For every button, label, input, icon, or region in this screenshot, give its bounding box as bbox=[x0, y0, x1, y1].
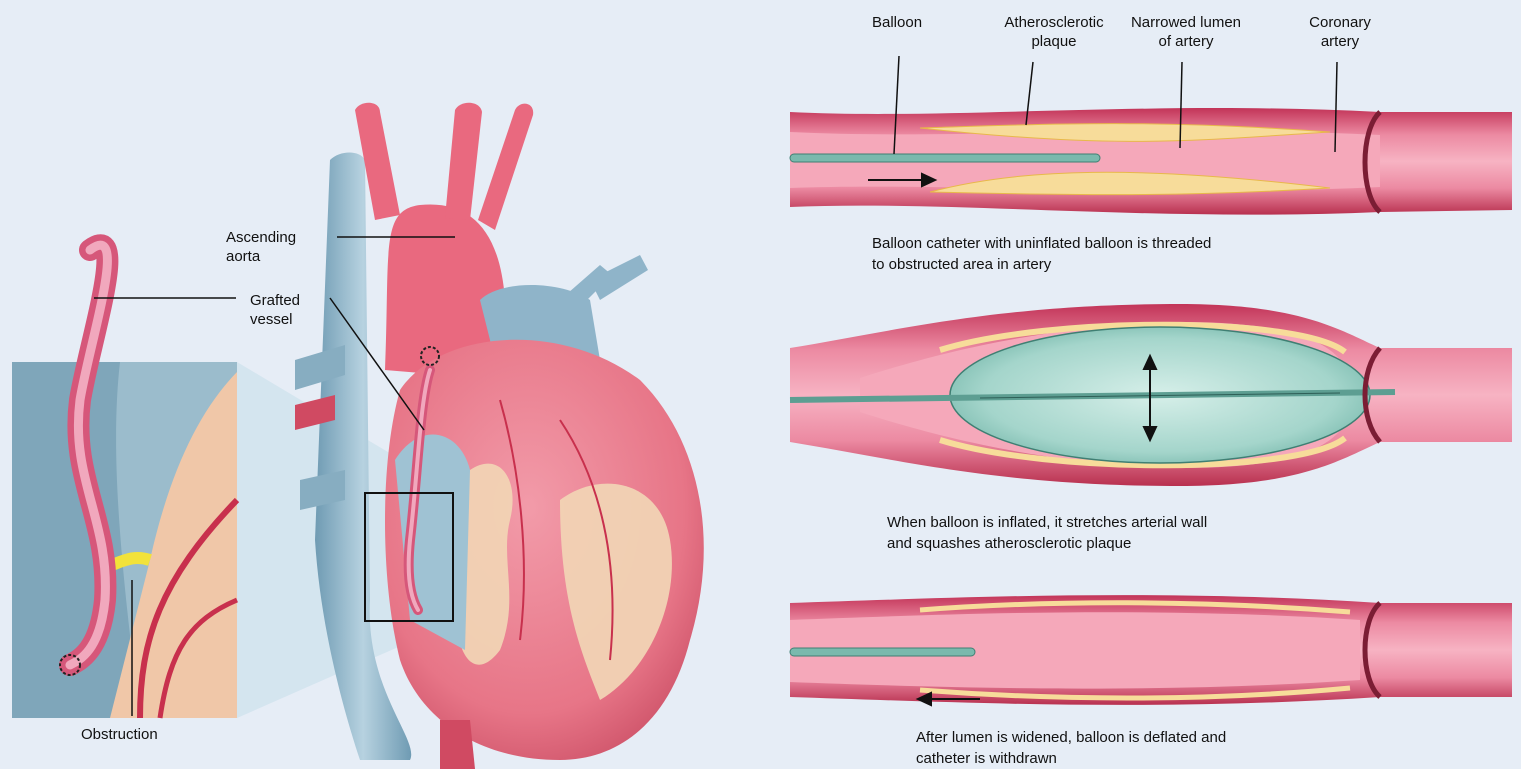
label-balloon: Balloon bbox=[872, 13, 952, 32]
label-coronary-artery: Coronary artery bbox=[1290, 13, 1390, 51]
heart-illustration bbox=[295, 103, 704, 769]
label-ascending-aorta: Ascending aorta bbox=[226, 228, 336, 266]
label-atherosclerotic-plaque: Atherosclerotic plaque bbox=[984, 13, 1124, 51]
caption-step2: When balloon is inflated, it stretches a… bbox=[887, 512, 1337, 554]
caption-step1: Balloon catheter with uninflated balloon… bbox=[872, 233, 1322, 275]
label-obstruction: Obstruction bbox=[81, 725, 201, 744]
artery-step3 bbox=[790, 595, 1512, 705]
label-grafted-vessel: Grafted vessel bbox=[250, 291, 330, 329]
artery-step1 bbox=[790, 108, 1512, 215]
caption-step3: After lumen is widened, balloon is defla… bbox=[916, 727, 1366, 769]
label-narrowed-lumen: Narrowed lumen of artery bbox=[1116, 13, 1256, 51]
